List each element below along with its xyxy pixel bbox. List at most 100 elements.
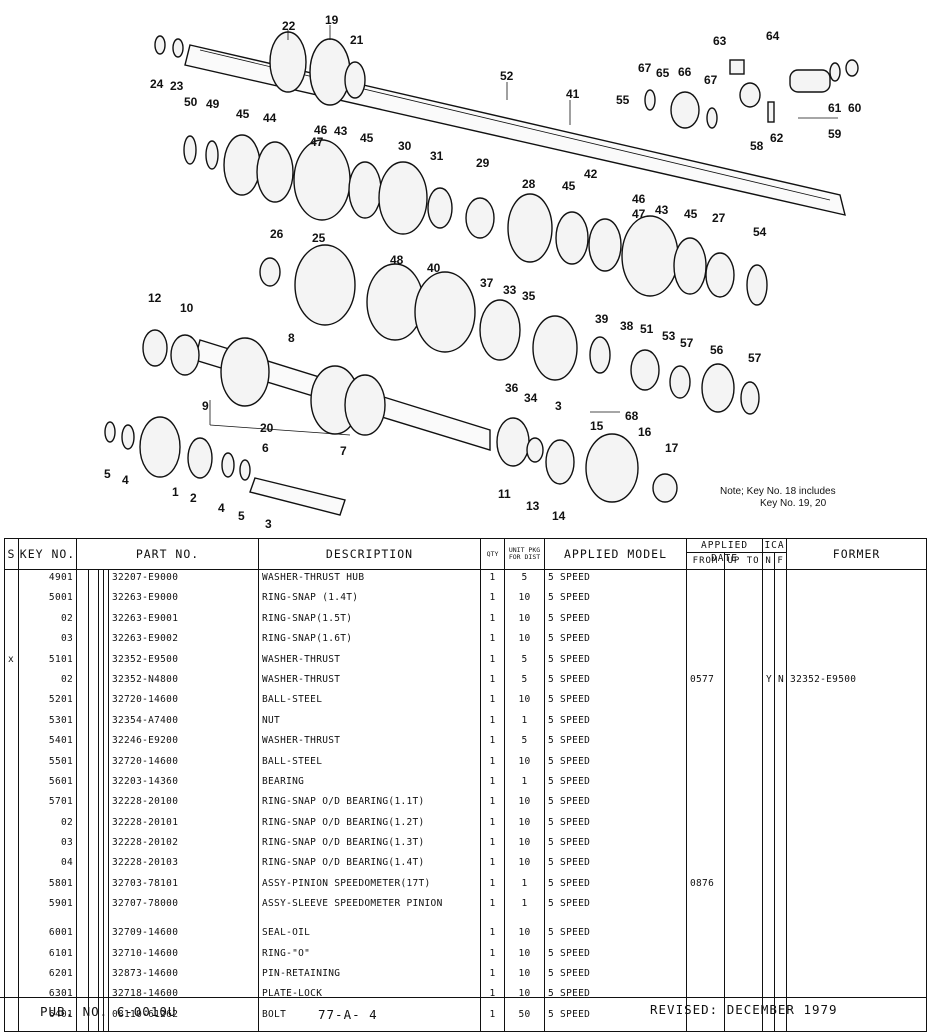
cell-key: 04	[18, 855, 77, 876]
cell-unit: 5	[504, 733, 546, 754]
callout: 33	[503, 283, 517, 297]
cell-n	[762, 875, 776, 897]
callout: 13	[526, 499, 540, 513]
callout: 30	[398, 139, 412, 153]
lower-shaft	[142, 329, 678, 503]
cell-upto	[724, 651, 764, 672]
callout: 48	[390, 253, 404, 267]
cell-from	[686, 631, 726, 652]
callout: 45	[562, 179, 576, 193]
cell-f	[774, 945, 788, 967]
header-qty: QTY	[480, 538, 506, 570]
cell-qty: 1	[480, 753, 506, 774]
cell-desc: RING-SNAP O/D BEARING(1.1T)	[258, 794, 482, 815]
cell-part: 32228-20101	[107, 814, 260, 836]
cell-model: 5 SPEED	[544, 925, 688, 946]
cell-from	[686, 692, 726, 713]
cell-desc: RING-SNAP O/D BEARING(1.2T)	[258, 814, 482, 836]
cell-unit: 5	[504, 651, 546, 672]
cell-former	[786, 631, 927, 652]
cell-spacer	[88, 692, 99, 713]
cell-model: 5 SPEED	[544, 610, 688, 632]
cell-s	[4, 631, 19, 652]
ica-label: ICA	[763, 540, 787, 553]
cell-spacer	[88, 651, 99, 672]
callout: 3	[265, 517, 272, 531]
cell-desc: RING-SNAP(1.6T)	[258, 631, 482, 652]
cell-qty: 1	[480, 733, 506, 754]
cell-from	[686, 733, 726, 754]
cell-former	[786, 569, 927, 591]
cell-f	[774, 966, 788, 987]
cell-key: 03	[18, 631, 77, 652]
cell-key: 4901	[18, 569, 77, 591]
cell-model: 5 SPEED	[544, 692, 688, 713]
cell-spacer	[76, 712, 89, 734]
cell-s	[4, 733, 19, 754]
cell-from	[686, 925, 726, 946]
cell-spacer	[88, 794, 99, 815]
cell-former	[786, 814, 927, 836]
cell-n: Y	[762, 671, 776, 693]
cell-key: 5201	[18, 692, 77, 713]
callout: 15	[590, 419, 604, 433]
cell-s	[4, 896, 19, 926]
cell-from	[686, 753, 726, 774]
cell-former	[786, 794, 927, 815]
main-shaft-gears	[154, 31, 366, 106]
callout: 55	[616, 93, 630, 107]
callout: 53	[662, 329, 676, 343]
cell-spacer	[88, 753, 99, 774]
cell-key: 6401	[18, 1006, 77, 1032]
callout: 44	[263, 111, 277, 125]
cell-f	[774, 692, 788, 713]
cell-f	[774, 590, 788, 611]
cell-part: 32703-78101	[107, 875, 260, 897]
cell-upto	[724, 712, 764, 734]
cell-spacer	[76, 794, 89, 815]
cell-model: 5 SPEED	[544, 733, 688, 754]
cell-s	[4, 671, 19, 693]
cell-upto	[724, 671, 764, 693]
callout: 64	[766, 29, 780, 43]
table-header-row: S KEY NO. PART NO. DESCRIPTION QTY UNIT …	[4, 538, 927, 570]
cell-part: 08110-61262	[107, 1006, 260, 1032]
cell-key: 5701	[18, 794, 77, 815]
diagram-note: Note; Key No. 18 includes Key No. 19, 20	[720, 486, 920, 510]
cell-n	[762, 692, 776, 713]
cell-desc: BALL-STEEL	[258, 753, 482, 774]
cell-from: 0577	[686, 671, 726, 693]
cell-from	[686, 712, 726, 734]
cell-unit: 10	[504, 590, 546, 611]
callout: 58	[750, 139, 764, 153]
cell-key: 5001	[18, 590, 77, 611]
cell-former	[786, 590, 927, 611]
cell-former	[786, 875, 927, 897]
cell-s	[4, 925, 19, 946]
cell-unit: 10	[504, 835, 546, 856]
cell-spacer	[88, 712, 99, 734]
cell-from	[686, 590, 726, 611]
reverse-idler-parts	[104, 416, 346, 516]
cell-part: 32263-E9002	[107, 631, 260, 652]
callout: 17	[665, 441, 679, 455]
cell-key: 6201	[18, 966, 77, 987]
cell-f	[774, 773, 788, 795]
cell-spacer	[76, 651, 89, 672]
cell-qty: 1	[480, 835, 506, 856]
cell-n	[762, 945, 776, 967]
cell-model: 5 SPEED	[544, 569, 688, 591]
cell-f	[774, 986, 788, 1007]
callout: 65	[656, 66, 670, 80]
cell-from	[686, 896, 726, 926]
cell-qty: 1	[480, 896, 506, 926]
cell-qty: 1	[480, 712, 506, 734]
cell-f	[774, 925, 788, 946]
callout: 45	[236, 107, 250, 121]
